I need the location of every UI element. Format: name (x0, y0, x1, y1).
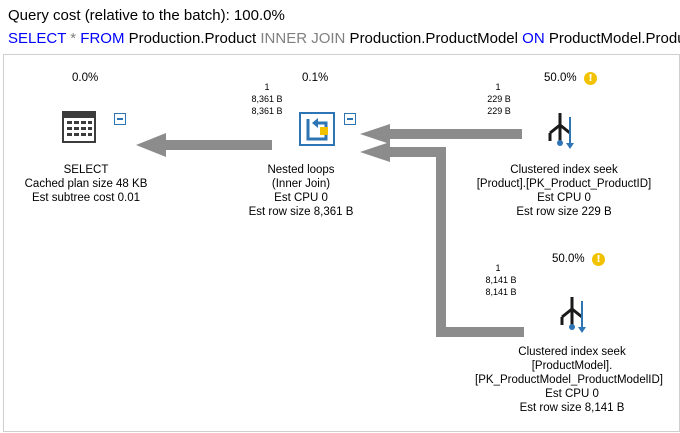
seek-model-size-top: 8,141 B (485, 275, 517, 285)
select-collapse-button[interactable] (114, 113, 126, 125)
plan-arrows (136, 124, 524, 337)
seek-model-table: [ProductModel]. (531, 360, 613, 372)
nested-title: Nested loops (267, 164, 335, 176)
nested-size-top: 8,361 B (251, 94, 283, 104)
clustered-index-seek-icon[interactable] (554, 295, 590, 335)
arrow-model-to-nested-bottom (436, 327, 524, 337)
seek-product-est-cpu: Est CPU 0 (537, 192, 591, 204)
arrow-model-to-nested-head (360, 142, 390, 162)
sql-keyword-select: SELECT (8, 30, 67, 47)
seek-model-size-bottom: 8,141 B (485, 287, 517, 297)
arrow-model-to-nested-top (386, 147, 446, 157)
nested-est-cpu: Est CPU 0 (274, 192, 328, 204)
seek-product-index: [Product].[PK_Product_ProductID] (476, 178, 652, 190)
nested-cost: 0.1% (302, 72, 329, 84)
result-grid-icon[interactable] (62, 111, 108, 149)
sql-join-condition: ProductModel.ProductModelID (548, 30, 680, 47)
seek-model-title: Clustered index seek (518, 346, 626, 358)
query-text[interactable]: SELECT * FROM Production.Product INNER J… (8, 30, 680, 47)
nested-rows: 1 (264, 82, 270, 92)
sql-star: * (66, 30, 81, 47)
select-cost: 0.0% (72, 72, 99, 84)
sql-keyword-on: ON (522, 30, 545, 47)
seek-model-row-size: Est row size 8,141 B (519, 402, 625, 414)
seek-model-index: [PK_ProductModel_ProductModelID] (475, 374, 663, 386)
seek-model-est-cpu: Est CPU 0 (545, 388, 599, 400)
select-subtree-cost: Est subtree cost 0.01 (31, 192, 141, 204)
arrow-nested-to-select-shaft (162, 140, 272, 150)
query-cost-label: Query cost (relative to the batch): 100.… (8, 7, 285, 24)
query-header: Query cost (relative to the batch): 100.… (0, 0, 680, 52)
seek-product-size-top: 229 B (487, 94, 511, 104)
nested-size-bottom: 8,361 B (251, 106, 283, 116)
seek-product-title: Clustered index seek (510, 164, 618, 176)
sql-keyword-from: FROM (80, 30, 125, 47)
nested-loops-icon[interactable] (298, 111, 340, 149)
seek-product-size-bottom: 229 B (487, 106, 511, 116)
nested-row-size: Est row size 8,361 B (248, 206, 354, 218)
select-title: SELECT (63, 164, 109, 176)
seek-product-row-size: Est row size 229 B (516, 206, 612, 218)
arrow-product-to-nested-shaft (386, 129, 522, 139)
sql-table-product: Production.Product (124, 30, 261, 47)
execution-plan-canvas[interactable]: 0.0% SELECT Cached plan size 48 KB Est s… (3, 54, 680, 432)
seek-model-cost: 50.0% (552, 253, 585, 265)
sql-table-productmodel: Production.ProductModel (345, 30, 523, 47)
nested-collapse-button[interactable] (344, 113, 356, 125)
arrow-product-to-nested-head (360, 124, 390, 144)
seek-product-rows: 1 (495, 82, 501, 92)
sql-keyword-inner-join: INNER JOIN (260, 30, 346, 47)
seek-model-rows: 1 (495, 263, 501, 273)
nested-join-type: (Inner Join) (271, 178, 331, 190)
warning-icon[interactable]: ! (584, 72, 597, 85)
select-plan-size: Cached plan size 48 KB (24, 178, 148, 190)
arrow-nested-to-select-head (136, 133, 166, 157)
warning-icon[interactable]: ! (592, 253, 605, 266)
seek-product-cost: 50.0% (544, 72, 577, 84)
arrow-model-to-nested-vertical (436, 147, 446, 337)
clustered-index-seek-icon[interactable] (542, 111, 578, 151)
